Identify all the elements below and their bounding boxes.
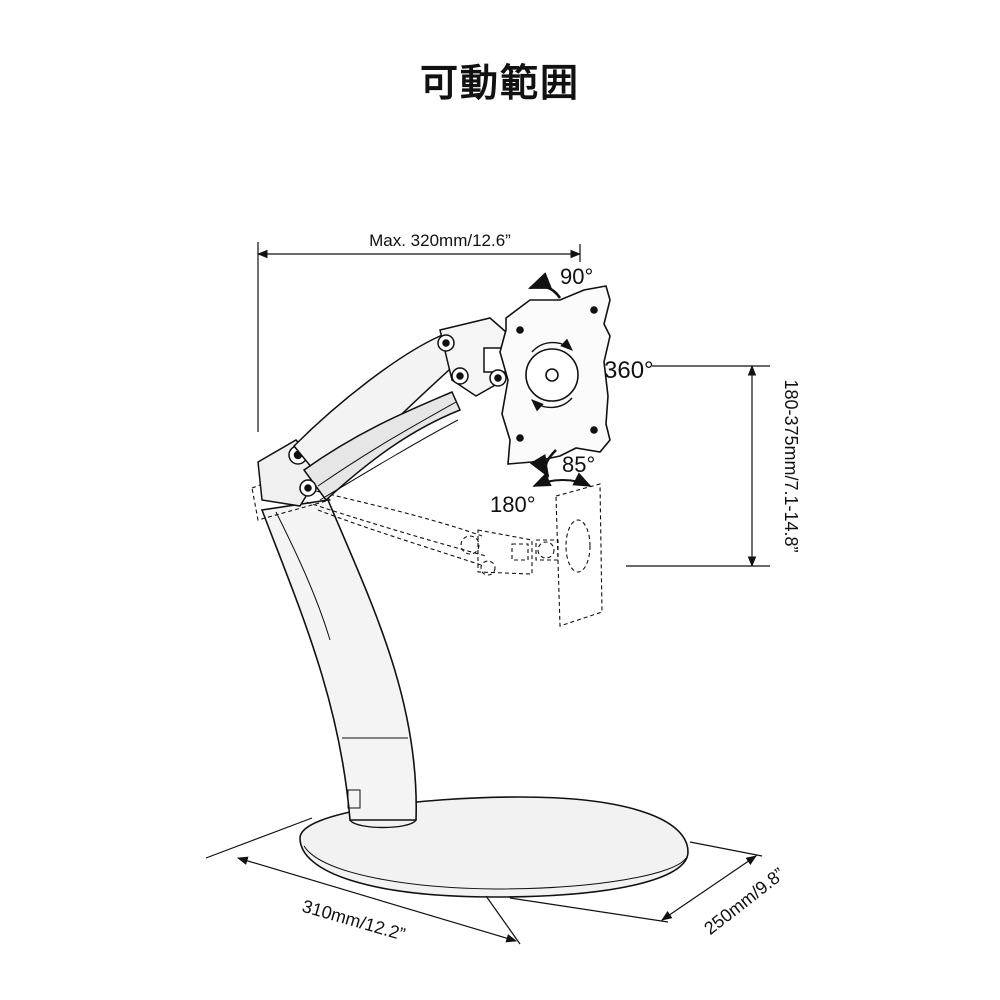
vesa-plate-raised	[499, 285, 611, 465]
tilt-85-label: 85°	[562, 452, 595, 477]
arm-lowered-position	[251, 469, 533, 576]
base-depth-label: 250mm/9.8”	[700, 864, 788, 939]
rotation-90-indicator: 90°	[527, 264, 593, 299]
tilt-85-indicator: 85°	[529, 449, 595, 478]
diagram-title: 可動範囲	[419, 61, 580, 105]
swivel-180-label: 180°	[490, 492, 536, 517]
stand-column	[260, 499, 417, 829]
swivel-180-indicator: 180°	[490, 472, 592, 517]
rotation-360-label: 360°	[604, 357, 654, 384]
max-reach-label: Max. 320mm/12.6”	[369, 231, 511, 250]
height-range-dimension: 180-375mm/7.1-14.8”	[626, 364, 801, 568]
arm-raised-position	[257, 317, 507, 507]
height-range-label: 180-375mm/7.1-14.8”	[781, 379, 801, 552]
max-reach-dimension: Max. 320mm/12.6”	[256, 231, 582, 432]
rotation-90-label: 90°	[560, 264, 593, 289]
rotation-360-indicator: 360°	[604, 357, 654, 384]
vesa-plate-lowered	[535, 483, 603, 627]
